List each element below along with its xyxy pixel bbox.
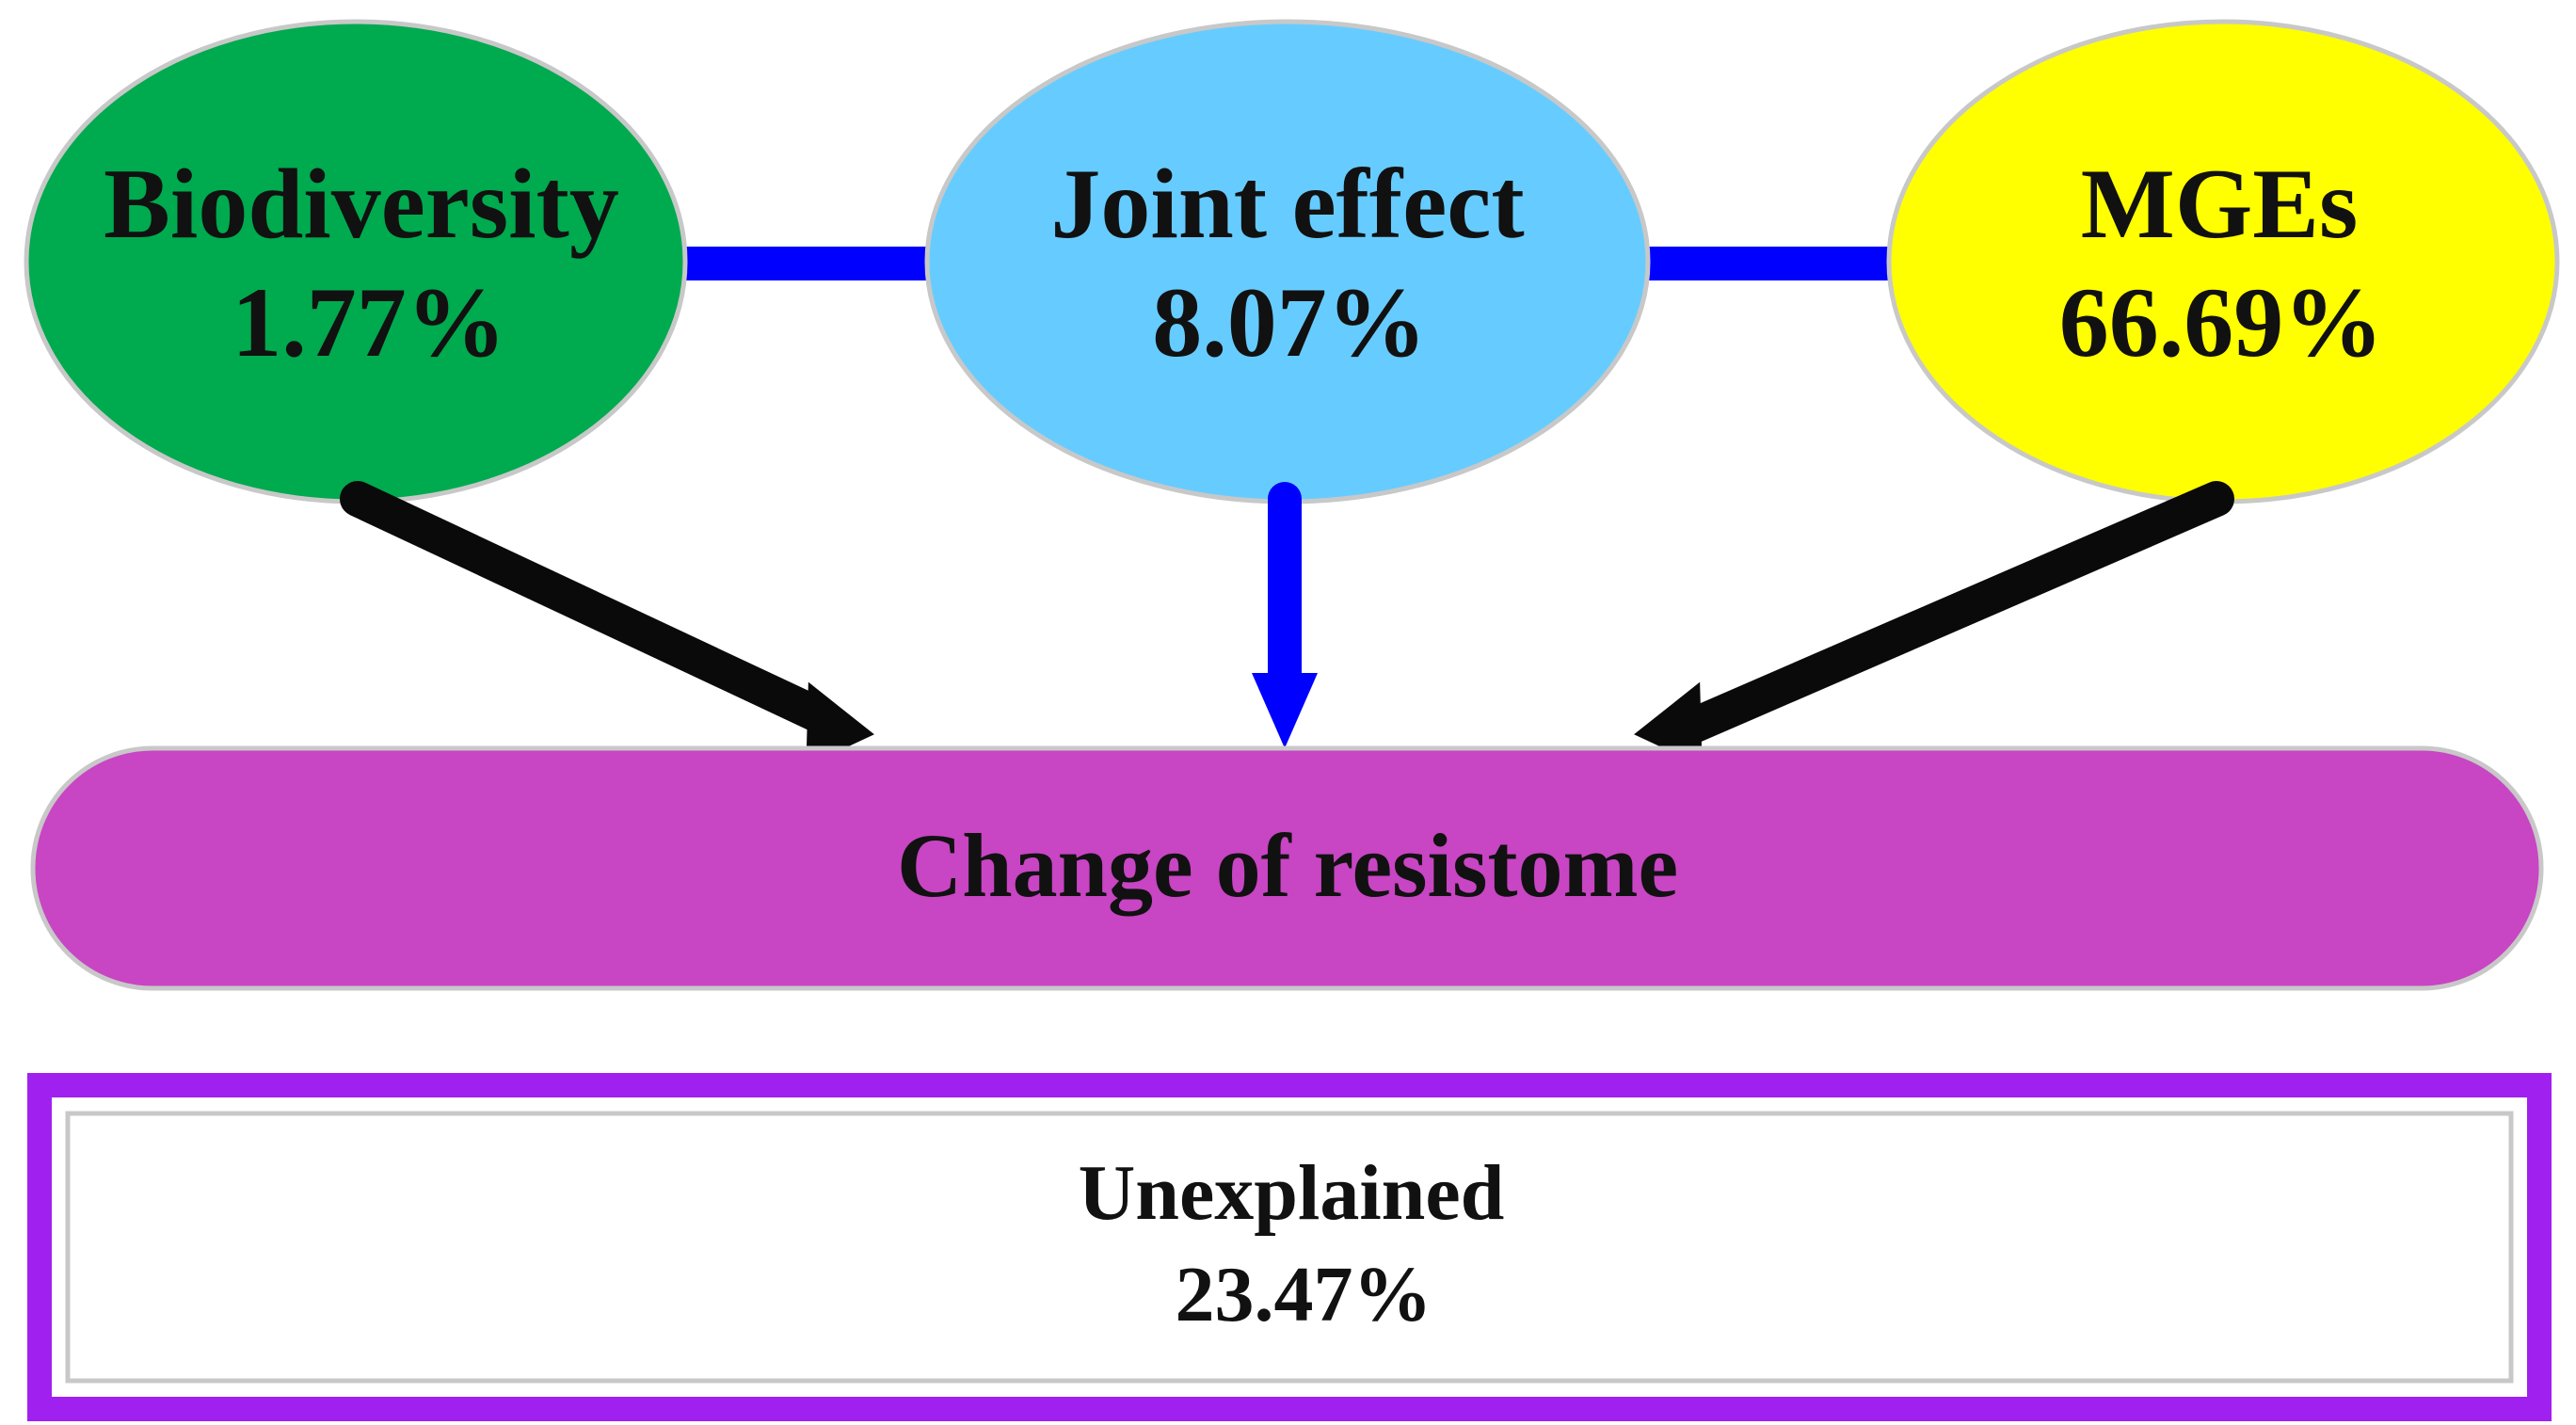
joint-effect-node: Joint effect 8.07%	[924, 19, 1651, 504]
unexplained-value: 23.47%	[1176, 1251, 1432, 1338]
resistome-label: Change of resistome	[897, 815, 1678, 916]
joint-effect-value: 8.07%	[1152, 267, 1427, 377]
resistome-node: Change of resistome	[30, 745, 2544, 991]
joint-effect-label: Joint effect	[1050, 149, 1524, 259]
mges-node: MGEs 66.69%	[1886, 19, 2560, 504]
mges-value: 66.69%	[2059, 267, 2384, 377]
unexplained-box: Unexplained 23.47%	[27, 1073, 2552, 1421]
arrow-mges-to-resistome	[1634, 481, 2234, 767]
biodiversity-node: Biodiversity 1.77%	[24, 19, 688, 504]
biodiversity-label: Biodiversity	[104, 149, 619, 259]
unexplained-label: Unexplained	[1079, 1149, 1505, 1237]
resistome-pill	[30, 745, 2544, 991]
biodiversity-ellipse	[24, 19, 688, 504]
unexplained-inner-border	[65, 1111, 2514, 1384]
mges-label: MGEs	[2081, 149, 2358, 259]
mges-ellipse	[1886, 19, 2560, 504]
arrow-joint-to-resistome	[1252, 482, 1318, 748]
arrow-biodiversity-to-resistome	[340, 481, 874, 767]
joint-effect-ellipse	[924, 19, 1651, 504]
biodiversity-value: 1.77%	[232, 267, 506, 377]
